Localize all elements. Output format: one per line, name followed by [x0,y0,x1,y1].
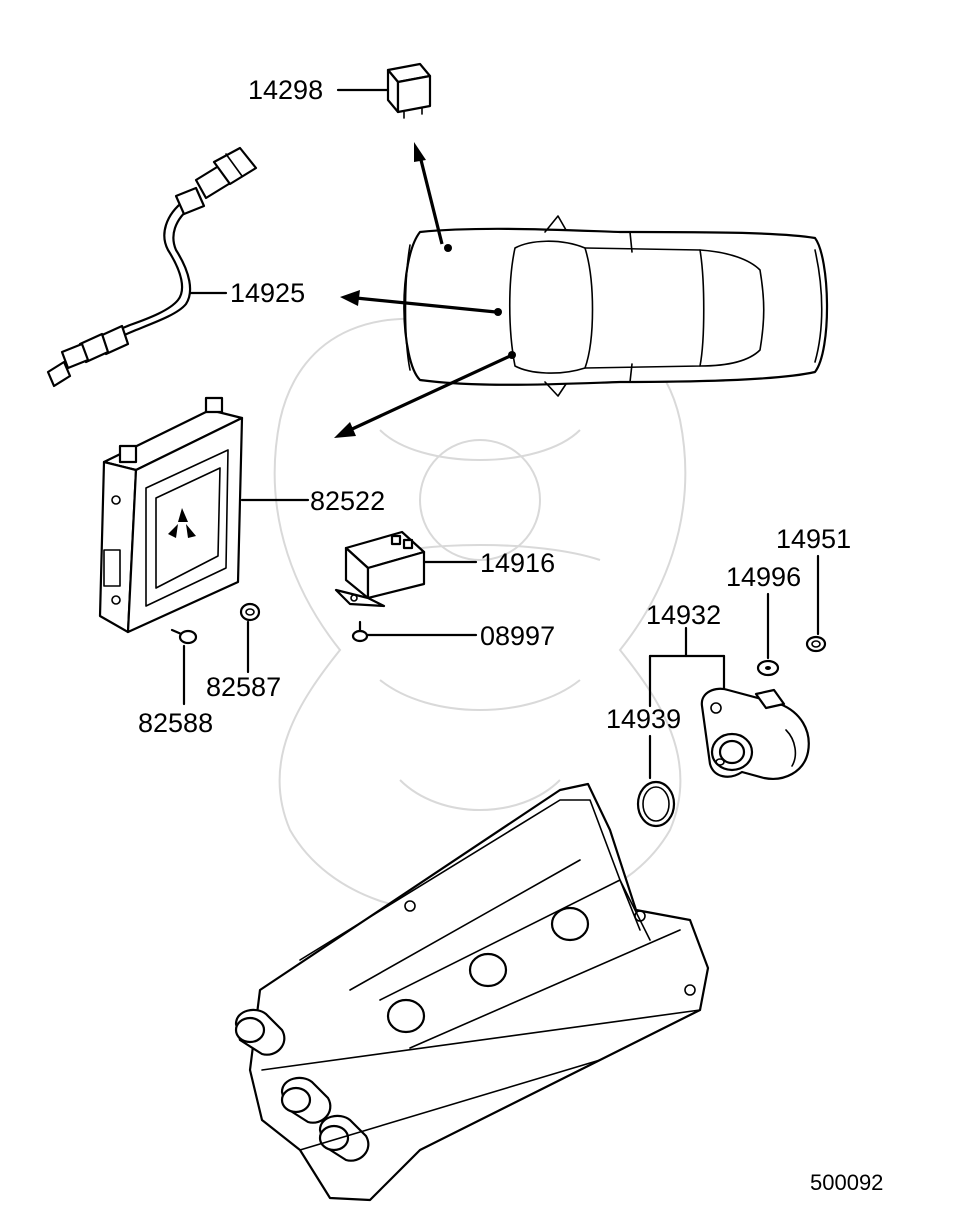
watermark-emblem-icon [273,317,687,914]
bolt-icon [351,620,369,643]
label-oxygen-sensor: 14925 [230,278,305,308]
label-washer: 14996 [726,562,801,592]
label-ecu: 82522 [310,486,385,516]
label-bolt: 08997 [480,621,555,651]
throttle-position-sensor-icon [700,687,810,780]
washer-icon [756,659,780,677]
label-nut-ecu: 82587 [206,672,281,702]
screw-icon [170,628,198,645]
nut-tps-icon [805,635,827,653]
label-o-ring: 14939 [606,704,681,734]
label-nut-tps: 14951 [776,524,851,554]
o-ring-icon [636,780,676,828]
diagram-reference: 500092 [810,1170,883,1195]
label-relay-top: 14298 [248,75,323,105]
pointer-arrows [334,142,516,438]
relay-small-icon [334,530,426,608]
car-top-view-icon [403,215,829,397]
relay-top-icon [386,62,432,119]
label-relay-small: 14916 [480,548,555,578]
nut-ecu-icon [239,602,261,622]
label-tps: 14932 [646,600,721,630]
engine-throttle-body-icon [234,782,710,1202]
label-screw: 82588 [138,708,213,738]
oxygen-sensor-icon [46,146,258,388]
engine-control-unit-icon [98,396,244,634]
